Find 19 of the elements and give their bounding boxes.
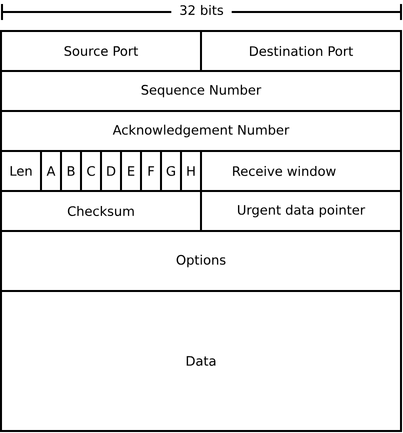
flag-box: C [80,150,102,192]
flag-box: E [120,150,142,192]
field-box: Receive window [200,150,402,192]
field-box: Options [0,230,402,292]
field-box: Source Port [0,30,202,72]
field-box: Urgent data pointer [200,190,402,232]
flag-box: D [100,150,122,192]
dimension-label: 32 bits [171,4,232,16]
field-box: Acknowledgement Number [0,110,402,152]
flag-box: H [180,150,202,192]
field-box: Len [0,150,42,192]
flag-box: F [140,150,162,192]
flag-box: B [60,150,82,192]
flag-box: A [40,150,62,192]
field-box: Data [0,290,402,432]
field-box: Checksum [0,190,202,232]
field-box: Destination Port [200,30,402,72]
flag-box: G [160,150,182,192]
field-box: Sequence Number [0,70,402,112]
